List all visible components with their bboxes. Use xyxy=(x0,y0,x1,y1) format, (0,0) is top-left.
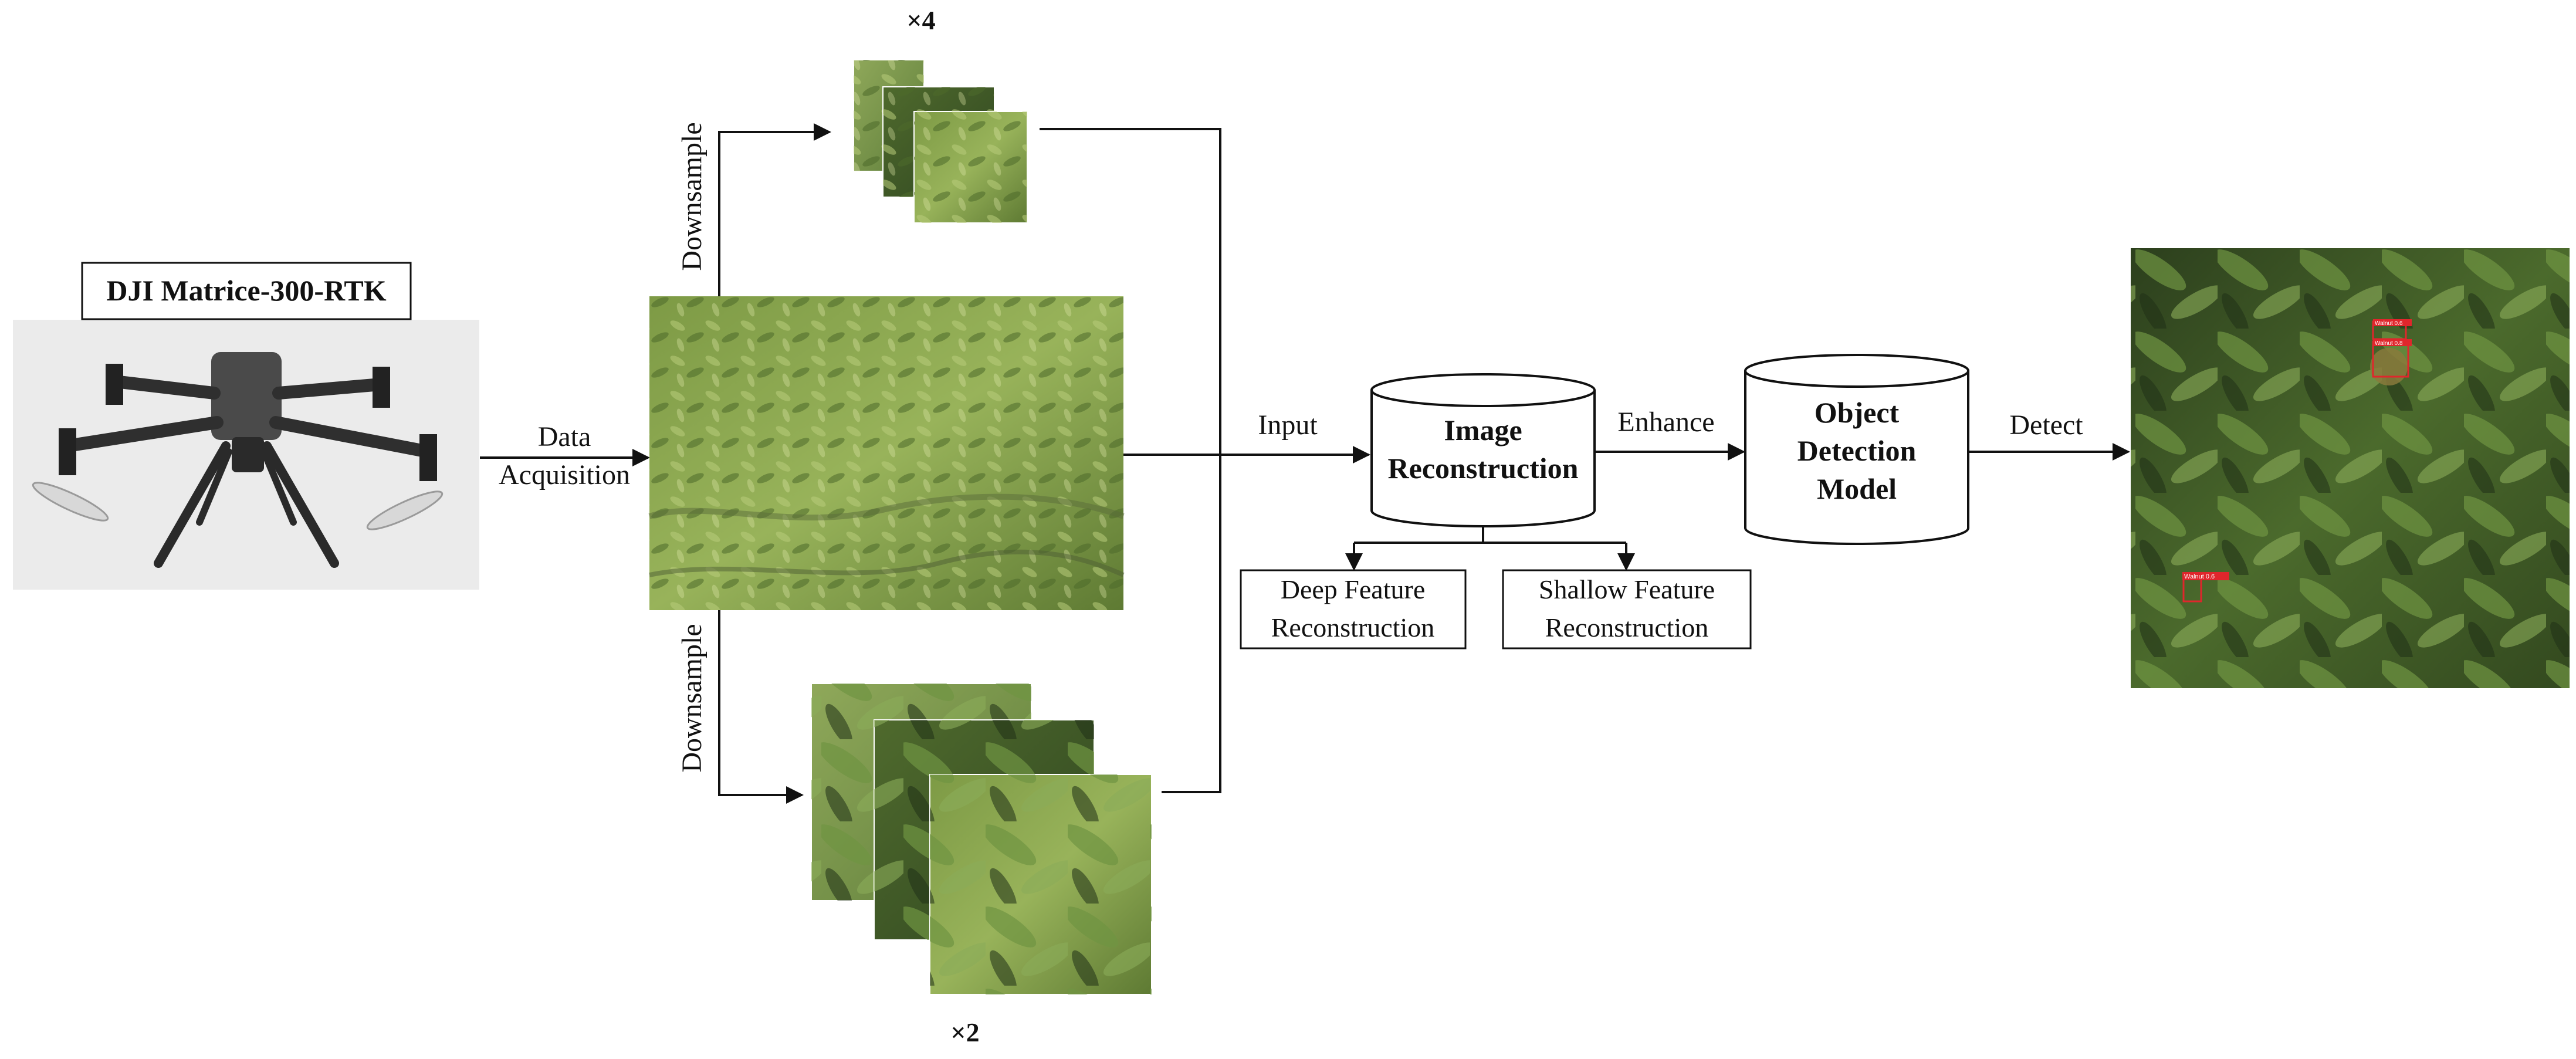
detection-result-image: Walnut 0.6 Walnut 0.8 Walnut 0.6 xyxy=(2131,248,2570,688)
object-detection-label: Model xyxy=(1817,472,1897,505)
scale-label-x4: ×4 xyxy=(906,5,935,35)
drone-arm xyxy=(108,375,221,400)
downsample-label-top: Downsample xyxy=(676,122,708,270)
drone-illustration xyxy=(32,352,444,568)
connector-x2-to-input xyxy=(1162,455,1221,793)
input-label: Input xyxy=(1258,410,1318,441)
walnut xyxy=(2370,348,2408,385)
drone-landing-gear xyxy=(260,448,297,526)
drone-landing-gear xyxy=(154,441,231,568)
shallow-feature-box: Shallow Feature Reconstruction xyxy=(1502,569,1752,649)
detection-label: Walnut 0.6 xyxy=(2375,320,2403,327)
drone-camera xyxy=(232,437,264,472)
object-detection-label: Detection xyxy=(1798,434,1917,467)
object-detection-cylinder: Object Detection Model xyxy=(1744,354,1969,545)
data-acquisition-label: Acquisition xyxy=(499,459,630,490)
enhance-label: Enhance xyxy=(1617,407,1714,438)
image-reconstruction-label: Image xyxy=(1444,414,1522,446)
deep-feature-label: Deep Feature xyxy=(1281,574,1426,604)
drone-motor xyxy=(106,364,123,405)
drone-title-box xyxy=(81,262,412,320)
drone-propeller xyxy=(366,490,444,530)
detect-label: Detect xyxy=(2009,410,2083,441)
shallow-feature-label: Shallow Feature xyxy=(1539,574,1715,604)
drone-arm xyxy=(61,416,224,452)
image-stack-x4 xyxy=(853,59,1028,224)
deep-feature-label: Reconstruction xyxy=(1271,613,1435,642)
drone-motor xyxy=(59,428,76,475)
drone-landing-gear xyxy=(196,448,232,526)
image-reconstruction-label: Reconstruction xyxy=(1388,452,1579,485)
object-detection-label: Object xyxy=(1815,396,1900,429)
shallow-feature-label: Reconstruction xyxy=(1545,613,1709,642)
drone-landing-gear xyxy=(262,441,339,568)
drone-motor xyxy=(419,434,437,481)
drone-body xyxy=(211,352,282,440)
scale-label-x2: ×2 xyxy=(950,1017,979,1047)
image-reconstruction-cylinder: Image Reconstruction xyxy=(1370,373,1596,527)
detection-label: Walnut 0.8 xyxy=(2375,340,2403,347)
data-acquisition-label: Data xyxy=(538,421,591,452)
downsample-label-bottom: Downsample xyxy=(676,624,708,772)
detection-label: Walnut 0.6 xyxy=(2184,573,2215,580)
drone-propeller xyxy=(32,482,109,522)
drone-arm xyxy=(269,416,435,458)
deep-feature-box: Deep Feature Reconstruction xyxy=(1240,569,1467,649)
drone-panel: DJI Matrice-300-RTK xyxy=(13,262,479,590)
drone-arm xyxy=(272,378,388,400)
drone-title: DJI Matrice-300-RTK xyxy=(106,274,386,307)
image-stack-x2 xyxy=(811,683,1152,995)
aerial-image xyxy=(648,296,1125,610)
drone-motor xyxy=(373,367,390,408)
connector-x4-to-input xyxy=(1040,128,1221,455)
